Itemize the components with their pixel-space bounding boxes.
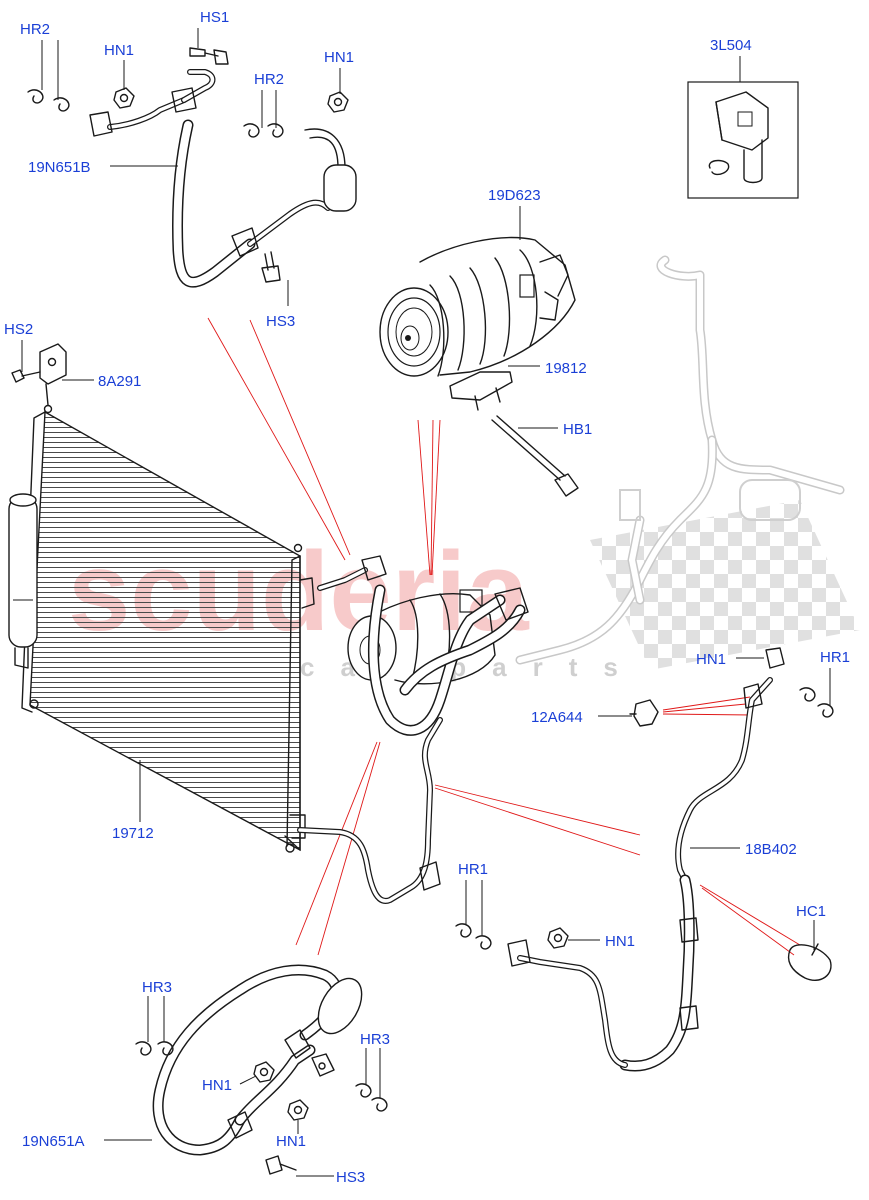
bolt-hs3-bottom (265, 1155, 297, 1175)
label-hn1-top-right: HN1 (324, 49, 354, 66)
bolt-hs1 (189, 47, 229, 65)
label-19d623: 19D623 (488, 187, 541, 204)
label-hn1-lower: HN1 (605, 933, 635, 950)
label-3l504: 3L504 (710, 37, 752, 54)
label-hn1-bottom: HN1 (276, 1133, 306, 1150)
o-rings-hr1-lower (455, 923, 492, 950)
nut-hn1-top-right (327, 91, 349, 113)
o-rings-hr2-right (243, 123, 284, 138)
compressor-hoses (317, 555, 529, 736)
compressor (379, 236, 576, 377)
label-hn1-right: HN1 (696, 651, 726, 668)
label-hn1-bottom-left: HN1 (202, 1077, 232, 1094)
hose-18b402 (507, 647, 785, 1072)
label-8a291: 8A291 (98, 373, 141, 390)
label-hr1-right: HR1 (820, 649, 850, 666)
condenser-bracket (39, 343, 67, 406)
o-rings-hr1-right (799, 687, 834, 718)
nut-hn1-top-left (113, 87, 135, 109)
label-hs2: HS2 (4, 321, 33, 338)
receiver-drier (8, 493, 38, 669)
checkered-flag (590, 500, 860, 670)
fitting-bottom-center (311, 1053, 335, 1077)
o-rings-hr3-left (135, 1041, 174, 1056)
nut-hn1-bottom-a (253, 1061, 275, 1083)
hose-19n651b (89, 69, 357, 288)
nut-hn1-bottom-b (287, 1099, 309, 1121)
leader-lines (21, 28, 831, 1177)
label-19n651a: 19N651A (22, 1133, 85, 1150)
label-19812: 19812 (545, 360, 587, 377)
part-3l504-box (687, 81, 799, 199)
compressor-bracket (449, 371, 513, 411)
label-hs3-bottom: HS3 (336, 1169, 365, 1186)
bolt-hs3-top (261, 251, 281, 283)
hose-19n651a (152, 964, 363, 1156)
condenser (21, 404, 315, 853)
o-rings-hr3-right (355, 1083, 388, 1112)
sensor-12a644 (629, 699, 659, 727)
label-18b402: 18B402 (745, 841, 797, 858)
label-hs3-top: HS3 (266, 313, 295, 330)
label-hr3-left: HR3 (142, 979, 172, 996)
label-19712: 19712 (112, 825, 154, 842)
background-hose-assembly (515, 255, 845, 665)
o-rings-hr2-left (27, 89, 70, 112)
nut-hn1-lower (547, 927, 569, 949)
label-hn1-top-left: HN1 (104, 42, 134, 59)
bolt-hb1 (491, 415, 579, 497)
label-hr1-lower: HR1 (458, 861, 488, 878)
label-hs1: HS1 (200, 9, 229, 26)
label-hr2-right: HR2 (254, 71, 284, 88)
clip-hc1 (787, 943, 832, 981)
label-hb1: HB1 (563, 421, 592, 438)
part-labels: HR2 HN1 HS1 HR2 HN1 19N651B HS3 3L504 19… (4, 9, 850, 1186)
guide-lines (207, 317, 801, 956)
label-hc1: HC1 (796, 903, 826, 920)
label-hr3-right: HR3 (360, 1031, 390, 1048)
bolt-hs2 (11, 369, 41, 383)
label-19n651b: 19N651B (28, 159, 91, 176)
label-12a644: 12A644 (531, 709, 583, 726)
label-hr2-left: HR2 (20, 21, 50, 38)
liquid-line-center (297, 717, 443, 904)
